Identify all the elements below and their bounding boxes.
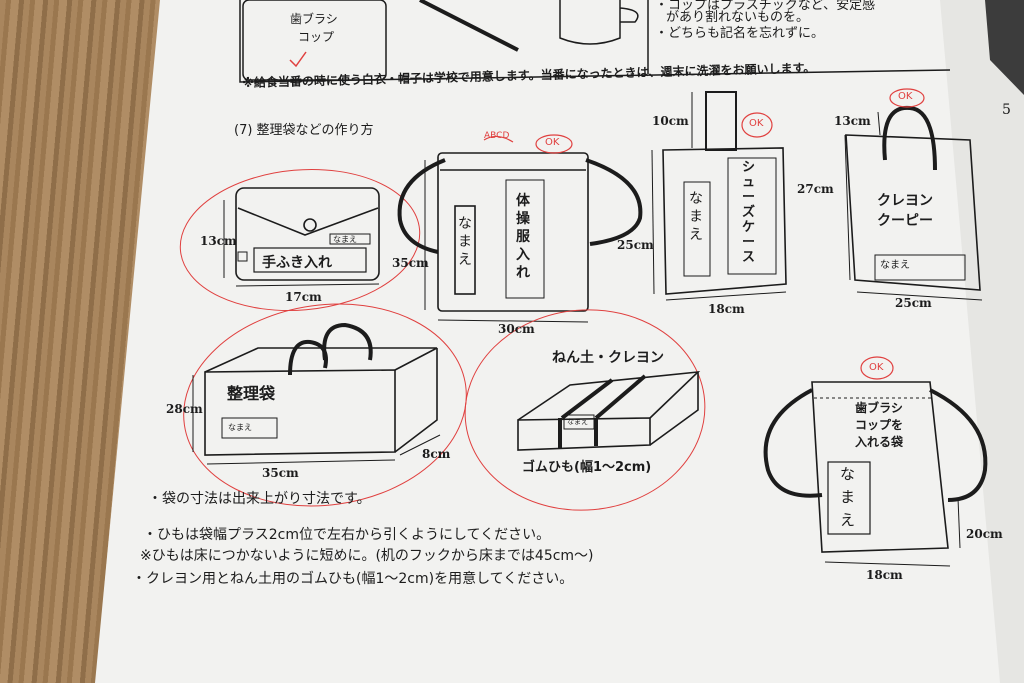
seiri-depth: 8cm bbox=[422, 447, 451, 461]
bag-haburashi bbox=[763, 381, 988, 567]
haburashi-label: 歯ブラシ コップを 入れる袋 bbox=[855, 400, 903, 451]
haburashi-name-char: な bbox=[840, 465, 856, 483]
haburashi-width: 18cm bbox=[866, 568, 903, 582]
crayon-label-line2: クーピー bbox=[877, 213, 933, 229]
taisofuku-label-char: 入 bbox=[516, 247, 530, 263]
taisofuku-width: 30cm bbox=[498, 322, 535, 336]
crayon-ok-mark: OK bbox=[898, 91, 913, 102]
bag-crayon bbox=[844, 105, 983, 301]
tab-strip bbox=[985, 0, 1024, 95]
shoes-label-char: ュ bbox=[742, 175, 756, 190]
crayon-height: 27cm bbox=[797, 182, 834, 196]
bag-shoes bbox=[651, 91, 787, 301]
table-note-3: ・どちらも記名を忘れずに。 bbox=[655, 26, 825, 41]
top-table bbox=[239, 0, 951, 83]
note-3: ※ひもは床につかないように短めに。(机のフックから床までは45cm～) bbox=[140, 548, 594, 564]
bag-tefuki bbox=[179, 168, 421, 312]
shoes-label-char: ー bbox=[742, 235, 756, 250]
nendo-title: ねん土・クレヨン bbox=[552, 350, 664, 366]
table-cell-label-line1: 歯ブラシ bbox=[290, 12, 338, 26]
haburashi-name-tag: な ま え bbox=[840, 463, 855, 532]
taisofuku-label-char: れ bbox=[516, 265, 530, 281]
shoes-ok-mark: OK bbox=[749, 118, 764, 129]
table-note-2: があり割れないものを。 bbox=[666, 10, 810, 25]
shoes-height: 25cm bbox=[617, 238, 654, 252]
paper-sheet bbox=[95, 0, 1024, 683]
note-1: ・袋の寸法は出来上がり寸法です。 bbox=[148, 491, 371, 507]
taisofuku-height: 35cm bbox=[392, 256, 429, 270]
taisofuku-label: 体 操 服 入 れ bbox=[516, 192, 530, 282]
nendo-caption: ゴムひも(幅1～2cm) bbox=[522, 460, 652, 475]
taisofuku-ok-mark: OK bbox=[545, 137, 560, 148]
taisofuku-scribble: ABCD bbox=[484, 131, 510, 141]
haburashi-name-char: ま bbox=[840, 488, 856, 506]
seiri-name-tag: なまえ bbox=[228, 423, 252, 432]
section-title: (7) 整理袋などの作り方 bbox=[234, 123, 374, 138]
note-2: ・ひもは袋幅プラス2cm位で左右から引くようにしてください。 bbox=[143, 527, 551, 543]
haburashi-label-line: 歯ブラシ bbox=[855, 401, 903, 415]
table-cell-label-line2: コップ bbox=[298, 30, 335, 44]
seiri-height: 28cm bbox=[166, 402, 203, 416]
bag-nendo bbox=[464, 309, 706, 511]
bag-taisofuku bbox=[397, 152, 643, 323]
shoes-width: 18cm bbox=[708, 302, 745, 316]
haburashi-height: 20cm bbox=[966, 527, 1003, 541]
tefuki-width: 17cm bbox=[285, 290, 322, 304]
shoes-label-char: ー bbox=[742, 190, 756, 205]
taisofuku-label-char: 体 bbox=[516, 193, 530, 209]
shoes-handle-length: 10cm bbox=[652, 114, 689, 128]
seiri-label: 整理袋 bbox=[227, 384, 276, 403]
haburashi-label-line: 入れる袋 bbox=[855, 435, 904, 449]
red-pen-marks bbox=[483, 88, 925, 380]
nendo-name-tag: なまえ bbox=[567, 418, 588, 426]
haburashi-name-char: え bbox=[840, 511, 856, 529]
paper-edge bbox=[940, 0, 1024, 683]
crayon-width: 25cm bbox=[895, 296, 932, 310]
taisofuku-label-char: 操 bbox=[516, 211, 530, 227]
bag-seiri bbox=[183, 303, 467, 507]
shoes-label: シ ュ ー ズ ケ ー ス bbox=[742, 160, 755, 265]
tefuki-label: 手ふき入れ bbox=[262, 255, 332, 271]
tefuki-name-tag: なまえ bbox=[333, 235, 357, 244]
tefuki-height: 13cm bbox=[200, 234, 237, 248]
seiri-width: 35cm bbox=[262, 466, 299, 480]
haburashi-ok-mark: OK bbox=[869, 362, 884, 373]
haburashi-label-line: コップを bbox=[855, 418, 904, 432]
shoes-label-char: ズ bbox=[742, 205, 756, 220]
shoes-label-char: ス bbox=[742, 250, 756, 265]
shoes-label-char: ケ bbox=[742, 220, 756, 235]
page-number: 5 bbox=[1002, 102, 1011, 118]
table-note-1: ・コップはプラスチックなど、安定感 bbox=[655, 0, 876, 13]
crayon-handle-length: 13cm bbox=[834, 114, 871, 128]
crayon-name-tag: なまえ bbox=[880, 260, 910, 271]
shoes-label-char: シ bbox=[742, 160, 756, 175]
crayon-label-line1: クレヨン bbox=[877, 193, 933, 209]
taisofuku-label-char: 服 bbox=[516, 229, 530, 245]
note-4: ・クレヨン用とねん土用のゴムひも(幅1～2cm)を用意してください。 bbox=[132, 571, 574, 587]
red-check-mark bbox=[289, 51, 307, 68]
shoes-name-tag: なまえ bbox=[689, 191, 703, 243]
taisofuku-name-tag: なまえ bbox=[458, 216, 472, 268]
